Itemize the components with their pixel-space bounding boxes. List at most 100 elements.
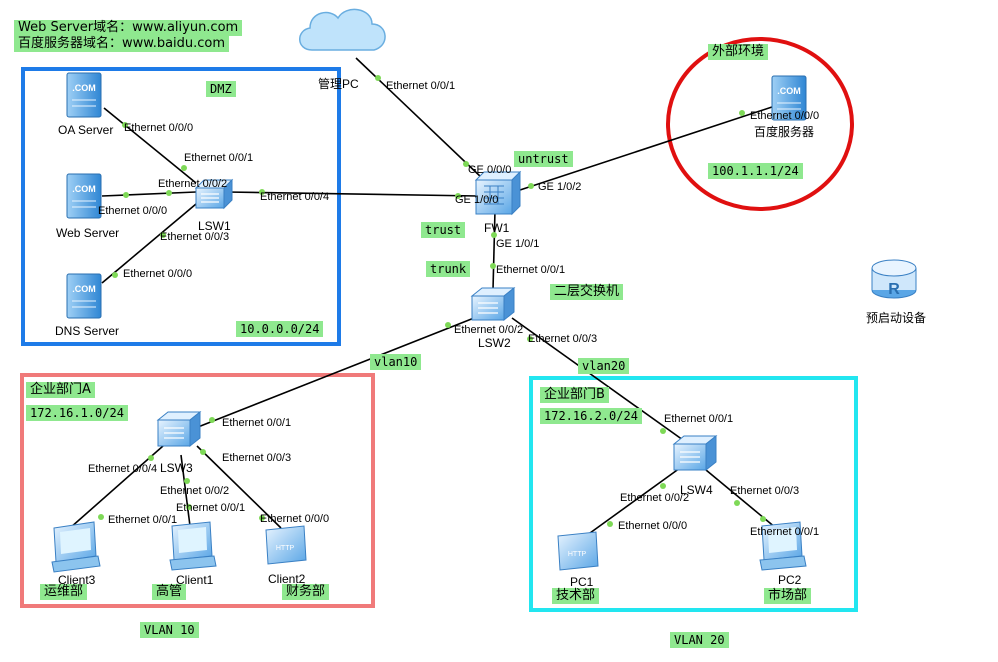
- client3-icon[interactable]: [51, 521, 101, 573]
- link-lsw2-lsw3: [197, 317, 475, 428]
- port-label: Ethernet 0/0/1: [184, 152, 254, 164]
- link-lsw3-client2: [196, 445, 282, 529]
- link-lsw4-pc1: [589, 467, 681, 534]
- external-zone-circle: [666, 37, 854, 211]
- svg-text:.COM: .COM: [777, 86, 801, 96]
- fw1-name: FW1: [484, 221, 510, 235]
- port-label: Ethernet 0/0/1: [222, 417, 292, 429]
- dept-tech-label: 技术部: [552, 588, 600, 604]
- l3-switch-label: 二层交换机: [550, 284, 624, 300]
- fw1-firewall-icon[interactable]: [474, 170, 522, 216]
- link-fw-baidu: [519, 106, 773, 191]
- port-label: Ethernet 0/0/0: [618, 520, 688, 532]
- svg-text:HTTP: HTTP: [276, 545, 295, 552]
- external-zone-label: 外部环境: [708, 44, 769, 60]
- port-label: Ethernet 0/0/2: [454, 324, 524, 336]
- lsw4-name: LSW4: [680, 483, 713, 497]
- lsw2-switch-icon[interactable]: [470, 286, 516, 322]
- lsw1-switch-icon[interactable]: [194, 178, 234, 210]
- dmz-label: DMZ: [206, 81, 236, 97]
- port-label: Ethernet 0/0/0: [124, 122, 194, 134]
- dns-server-icon[interactable]: .COM: [66, 273, 102, 319]
- link-lsw1-fw: [225, 191, 479, 197]
- port-label: GE 1/0/1: [496, 238, 540, 250]
- dmz-network-label: 10.0.0.0/24: [236, 321, 324, 337]
- port-label: Ethernet 0/0/1: [750, 526, 820, 538]
- mgmt-pc-name: 管理PC: [318, 77, 359, 91]
- link-oa-lsw1: [103, 107, 197, 184]
- port-label: GE 1/0/0: [455, 194, 499, 206]
- port-label: Ethernet 0/0/0: [260, 513, 330, 525]
- router-legend-name: 预启动设备: [866, 311, 927, 325]
- lsw4-switch-icon[interactable]: [672, 434, 718, 472]
- link-lsw3-client1: [180, 454, 191, 527]
- client2-http-icon[interactable]: HTTP: [265, 525, 307, 565]
- port-label: GE 1/0/2: [538, 181, 582, 193]
- vlan10-label: VLAN 10: [140, 622, 199, 638]
- lsw3-switch-icon[interactable]: [156, 410, 202, 448]
- port-dots: [98, 75, 766, 527]
- svg-text:.COM: .COM: [72, 284, 96, 294]
- port-label: Ethernet 0/0/1: [108, 514, 178, 526]
- dept-finance-label: 财务部: [282, 584, 330, 600]
- port-label: GE 0/0/0: [468, 164, 512, 176]
- external-ip-label: 100.1.1.1/24: [708, 163, 803, 179]
- dept-b-label: 企业部门B: [540, 387, 609, 403]
- dmz-zone-box: [21, 67, 341, 346]
- client1-icon[interactable]: [169, 521, 217, 571]
- dept-b-zone-box: [529, 376, 858, 612]
- baidu-server-icon[interactable]: .COM: [771, 75, 807, 121]
- web-server-icon[interactable]: .COM: [66, 173, 102, 219]
- link-lsw3-client3: [69, 445, 164, 529]
- port-label: Ethernet 0/0/3: [528, 333, 598, 345]
- baidu-server-name: 百度服务器: [754, 125, 815, 139]
- port-label: Ethernet 0/0/4: [260, 191, 330, 203]
- vlan10-link-label: vlan10: [370, 354, 422, 370]
- client2-name: Client2: [268, 572, 306, 586]
- dept-a-label: 企业部门A: [26, 382, 95, 398]
- web-domain-info: Web Server域名：www.aliyun.com: [14, 20, 243, 36]
- pc1-name: PC1: [570, 575, 594, 589]
- link-fw-lsw2: [492, 209, 496, 291]
- link-web-lsw1: [101, 191, 197, 197]
- pc1-http-icon[interactable]: HTTP: [557, 531, 599, 571]
- dns-server-name: DNS Server: [55, 324, 120, 338]
- oa-server-icon[interactable]: .COM: [66, 72, 102, 118]
- port-label: Ethernet 0/0/4: [88, 463, 158, 475]
- port-label: Ethernet 0/0/1: [176, 502, 246, 514]
- dept-b-network-label: 172.16.2.0/24: [540, 408, 642, 424]
- port-label: Ethernet 0/0/2: [620, 492, 690, 504]
- trunk-label: trunk: [426, 261, 471, 277]
- web-server-name: Web Server: [56, 226, 120, 240]
- port-label: Ethernet 0/0/0: [98, 205, 168, 217]
- pc2-icon[interactable]: [759, 521, 807, 571]
- baidu-domain-info: 百度服务器域名：www.baidu.com: [14, 36, 230, 52]
- port-label: Ethernet 0/0/1: [386, 80, 456, 92]
- link-lsw2-lsw4: [511, 317, 691, 446]
- dept-ops-label: 运维部: [40, 584, 88, 600]
- port-label: Ethernet 0/0/3: [160, 231, 230, 243]
- link-dns-lsw1: [101, 203, 197, 284]
- lsw1-name: LSW1: [198, 219, 231, 233]
- pc2-name: PC2: [778, 573, 802, 587]
- port-label: Ethernet 0/0/2: [160, 485, 230, 497]
- svg-text:.COM: .COM: [72, 83, 96, 93]
- svg-text:HTTP: HTTP: [568, 551, 587, 558]
- svg-text:R: R: [888, 281, 900, 298]
- lsw2-name: LSW2: [478, 336, 511, 350]
- lsw3-name: LSW3: [160, 461, 193, 475]
- svg-text:.COM: .COM: [72, 184, 96, 194]
- trust-label: trust: [421, 222, 466, 238]
- vlan20-label: VLAN 20: [670, 632, 729, 648]
- port-label: Ethernet 0/0/3: [222, 452, 292, 464]
- port-label: Ethernet 0/0/3: [730, 485, 800, 497]
- port-label: Ethernet 0/0/0: [750, 110, 820, 122]
- dept-market-label: 市场部: [764, 588, 812, 604]
- port-label: Ethernet 0/0/1: [664, 413, 734, 425]
- port-label: Ethernet 0/0/1: [496, 264, 566, 276]
- router-icon: R: [871, 259, 917, 299]
- port-label: Ethernet 0/0/2: [158, 178, 228, 190]
- port-label: Ethernet 0/0/0: [123, 268, 193, 280]
- vlan20-link-label: vlan20: [578, 358, 630, 374]
- cloud-icon[interactable]: [299, 8, 386, 51]
